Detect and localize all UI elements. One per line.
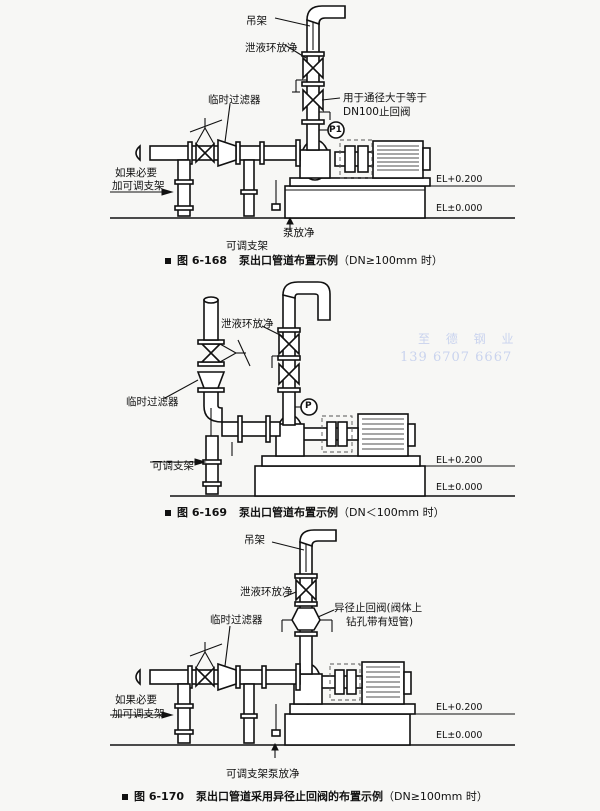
figure-note: （DN≥100mm 时）: [383, 790, 488, 803]
check-valve-label-line1: 用于通径大于等于: [343, 92, 427, 104]
figure-note: （DN≥100mm 时）: [338, 254, 443, 267]
figure-title: 泵出口管道布置示例: [239, 506, 339, 519]
figure-6-168: 吊架 泄液环放净 用于通径大于等于 DN100止回阀 P1 临时过滤器 如果必要…: [0, 0, 600, 270]
el-upper-label: EL+0.200: [436, 702, 483, 713]
adj-support-label: 可调支架: [152, 460, 194, 472]
figure-title: 泵出口管道采用异径止回阀的布置示例: [196, 790, 384, 803]
el-lower-label: EL±0.000: [436, 482, 483, 493]
watermark-line2: 139 6707 6667: [400, 350, 513, 365]
figure-6-169-drawing: [150, 281, 515, 497]
adj-support-left-label-1: 如果必要: [115, 694, 157, 706]
caption-bullet: [165, 510, 171, 516]
hanger-label: 吊架: [244, 534, 265, 546]
pressure-instrument-tag: P: [305, 401, 312, 411]
watermark-line1: 至 德 钢 业: [418, 332, 520, 346]
pressure-instrument-tag: P1: [329, 125, 342, 135]
reducing-check-label-2: 钻孔带有短管): [346, 616, 414, 628]
check-valve-label-line2: DN100止回阀: [343, 106, 411, 118]
figure-caption: 图 6-169 泵出口管道布置示例（DN＜100mm 时）: [165, 504, 445, 520]
adj-support-left-label-2: 加可调支架: [112, 180, 165, 192]
caption-bullet: [122, 794, 128, 800]
vent-drain-label: 泄液环放净: [221, 318, 274, 330]
figure-6-168-drawing: [110, 5, 515, 232]
hanger-label: 吊架: [246, 15, 267, 27]
figure-6-169: 至 德 钢 业 139 6707 6667 泄液环放净 临时过滤器 P 可调支架…: [0, 270, 600, 522]
figure-title: 泵出口管道布置示例: [239, 254, 339, 267]
vent-drain-label: 泄液环放净: [240, 586, 293, 598]
figure-note: （DN＜100mm 时）: [338, 506, 445, 519]
adj-support-left-label-1: 如果必要: [115, 167, 157, 179]
figure-number: 图 6-170: [134, 790, 185, 803]
adj-support-bottom-label: 可调支架: [226, 768, 268, 780]
strainer-label: 临时过滤器: [126, 396, 179, 408]
caption-bullet: [165, 258, 171, 264]
strainer-label: 临时过滤器: [208, 94, 261, 106]
pump-drain-label: 泵放净: [268, 768, 300, 780]
figure-6-170: 吊架 泄液环放净 异径止回阀(阀体上 钻孔带有短管) 临时过滤器 如果必要 加可…: [0, 522, 600, 811]
el-lower-label: EL±0.000: [436, 203, 483, 214]
el-upper-label: EL+0.200: [436, 174, 483, 185]
adj-support-bottom-label: 可调支架: [226, 240, 268, 252]
figure-6-170-drawing: [110, 529, 515, 758]
reducing-check-label-1: 异径止回阀(阀体上: [334, 602, 423, 614]
vent-drain-label: 泄液环放净: [245, 42, 298, 54]
adj-support-left-label-2: 加可调支架: [112, 708, 165, 720]
pump-drain-label: 泵放净: [283, 227, 315, 239]
figure-caption: 图 6-170 泵出口管道采用异径止回阀的布置示例（DN≥100mm 时）: [122, 788, 488, 804]
strainer-label: 临时过滤器: [210, 614, 263, 626]
el-lower-label: EL±0.000: [436, 730, 483, 741]
figure-number: 图 6-169: [177, 506, 228, 519]
figure-caption: 图 6-168 泵出口管道布置示例（DN≥100mm 时）: [165, 252, 443, 268]
figure-number: 图 6-168: [177, 254, 228, 267]
el-upper-label: EL+0.200: [436, 455, 483, 466]
